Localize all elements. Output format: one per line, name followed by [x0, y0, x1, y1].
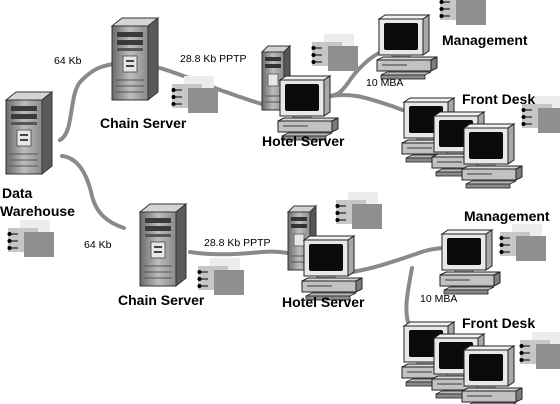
hotel-connection-icon-top	[311, 33, 359, 72]
label-64kb-top: 64 Kb	[54, 55, 82, 67]
chain-connection-icon-bottom	[197, 257, 245, 296]
label-10mba-top: 10 MBA	[366, 77, 403, 89]
cable-hotel-mgmt-top	[328, 48, 388, 98]
chain-server-top	[111, 17, 159, 101]
label-chain-server-top: Chain Server	[100, 115, 187, 131]
network-cables	[58, 48, 448, 332]
chain-connection-icon-top	[171, 75, 219, 114]
front-desk-workstations-top	[401, 97, 523, 189]
cable-warehouse-chain-top	[58, 62, 116, 142]
management-workstation-top	[376, 14, 438, 80]
front-desk-workstations-bottom	[401, 321, 523, 404]
cable-chain-hotel-bottom	[188, 249, 294, 257]
label-front-desk-top: Front Desk	[462, 91, 535, 107]
cable-hotel-frontdesk-bottom	[404, 266, 416, 332]
front-desk-connection-icon-bottom	[519, 331, 560, 370]
label-management-top: Management	[442, 32, 528, 48]
cable-hotel-mgmt-bottom	[350, 246, 448, 274]
cable-warehouse-chain-bottom	[60, 154, 126, 230]
management-connection-icon-bottom	[499, 223, 547, 262]
cable-hotel-frontdesk-top	[328, 92, 416, 116]
management-connection-icon-top	[439, 0, 487, 26]
label-data-warehouse-line2: Warehouse	[0, 203, 75, 219]
label-chain-server-bottom: Chain Server	[118, 292, 205, 308]
label-10mba-bottom: 10 MBA	[420, 293, 457, 305]
label-management-bottom: Management	[464, 208, 550, 224]
label-data-warehouse-line1: Data	[2, 185, 33, 201]
data-warehouse-server	[5, 91, 53, 175]
chain-server-bottom	[139, 203, 187, 287]
data-warehouse-connection-icon	[7, 219, 55, 258]
label-hotel-server-top: Hotel Server	[262, 133, 345, 149]
hotel-connection-icon-bottom	[335, 191, 383, 230]
label-front-desk-bottom: Front Desk	[462, 315, 535, 331]
label-pptp-bottom: 28.8 Kb PPTP	[204, 237, 271, 249]
label-pptp-top: 28.8 Kb PPTP	[180, 53, 247, 65]
cable-chain-hotel-top	[158, 66, 264, 106]
label-64kb-bottom: 64 Kb	[84, 239, 112, 251]
label-hotel-server-bottom: Hotel Server	[282, 294, 365, 310]
management-workstation-bottom	[439, 229, 501, 295]
